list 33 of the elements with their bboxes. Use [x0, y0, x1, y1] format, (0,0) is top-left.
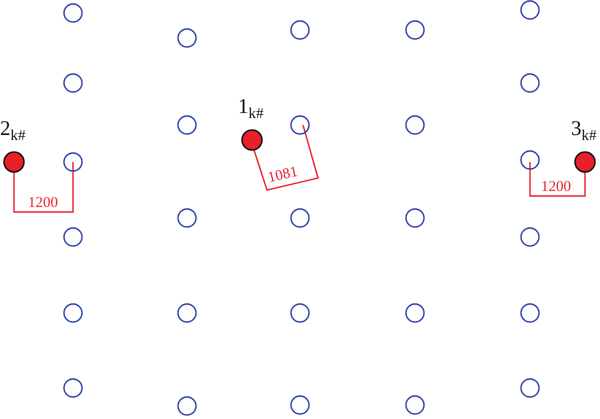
lattice-circle	[405, 208, 425, 228]
lattice-circle	[63, 73, 83, 93]
dimension-label: 1200	[541, 180, 571, 195]
lattice-circle	[177, 303, 197, 323]
lattice-circle	[63, 378, 83, 398]
point-label: 3$_{k#}$	[571, 118, 596, 144]
lattice-circle	[520, 150, 540, 170]
lattice-circle	[520, 378, 540, 398]
lattice-circle	[520, 73, 540, 93]
point-label: 1$_{k#}$	[238, 96, 264, 122]
lattice-circle	[290, 208, 310, 228]
lattice-circle	[177, 396, 197, 416]
lattice-circle	[290, 303, 310, 323]
lattice-circle	[405, 20, 425, 40]
lattice-circle	[177, 208, 197, 228]
lattice-circle	[520, 0, 540, 20]
lattice-circle	[405, 115, 425, 135]
lattice-circle	[63, 227, 83, 247]
dimension-label: 1200	[28, 196, 58, 211]
point-label: 2$_{k#}$	[0, 118, 26, 144]
lattice-circle	[63, 303, 83, 323]
dimension-label: 1081	[266, 164, 300, 186]
lattice-circle	[177, 28, 197, 48]
lattice-circle	[63, 3, 83, 23]
lattice-circle	[520, 303, 540, 323]
lattice-circle	[290, 395, 310, 415]
lattice-circle	[177, 115, 197, 135]
lattice-circle	[520, 227, 540, 247]
lattice-circle	[405, 395, 425, 415]
lattice-circle	[290, 20, 310, 40]
lattice-circle	[290, 115, 310, 135]
lattice-circle	[405, 303, 425, 323]
lattice-circle	[63, 152, 83, 172]
